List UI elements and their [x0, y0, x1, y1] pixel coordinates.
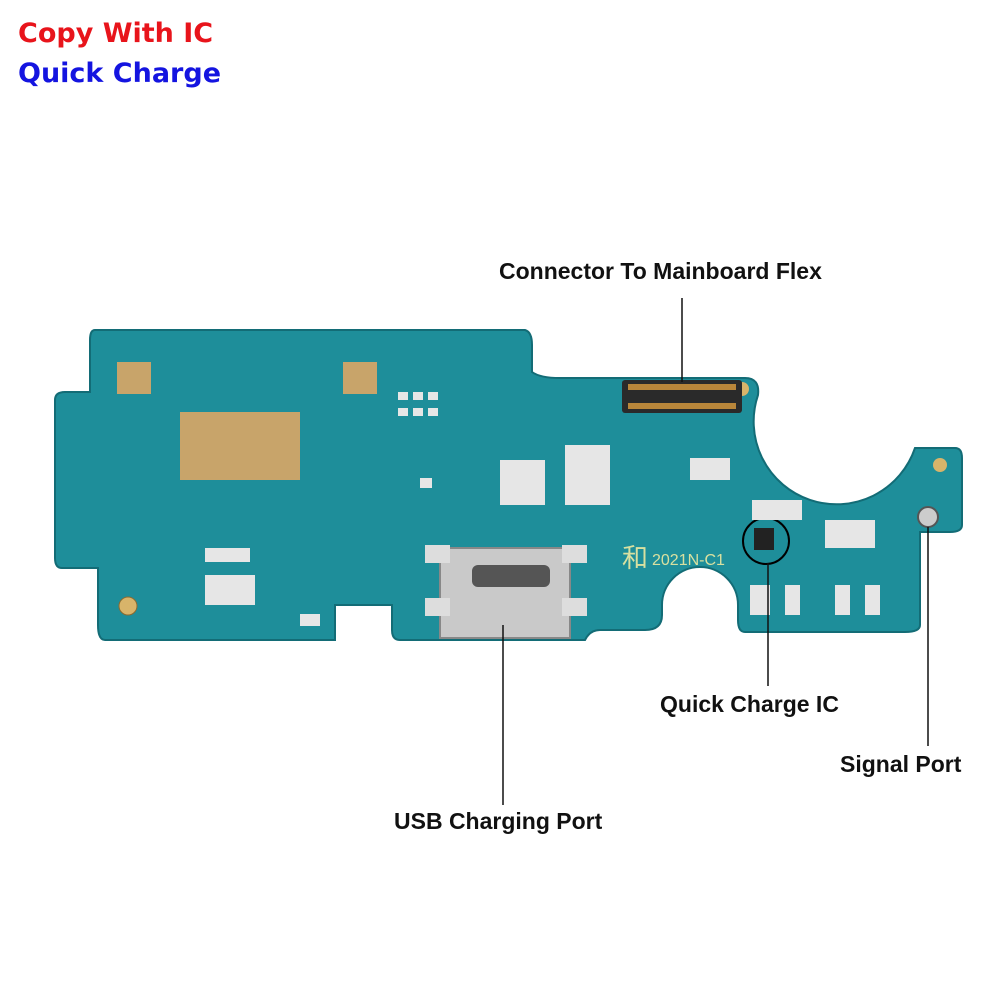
usb-port — [439, 547, 571, 639]
callout-signal-port: Signal Port — [840, 751, 962, 777]
callout-lines — [502, 298, 929, 805]
headline-quick-charge: Quick Charge — [18, 58, 222, 89]
copper-pad-large — [180, 412, 300, 480]
mount-hole-tab — [933, 458, 947, 472]
callout-quick-charge-ic: Quick Charge IC — [660, 691, 839, 717]
signal-port — [917, 506, 939, 528]
mount-hole-left — [118, 596, 138, 616]
callout-usb-port: USB Charging Port — [394, 808, 603, 834]
headline-copy-with-ic: Copy With IC — [18, 18, 214, 49]
silkscreen-code: 2021N-C1 — [652, 552, 725, 569]
quick-charge-ic — [754, 528, 774, 550]
copper-pad-right — [343, 362, 377, 394]
silkscreen-char: 和 — [622, 544, 648, 574]
smd-components — [205, 392, 880, 626]
copper-pad-left — [117, 362, 151, 394]
callout-connector: Connector To Mainboard Flex — [499, 258, 822, 284]
